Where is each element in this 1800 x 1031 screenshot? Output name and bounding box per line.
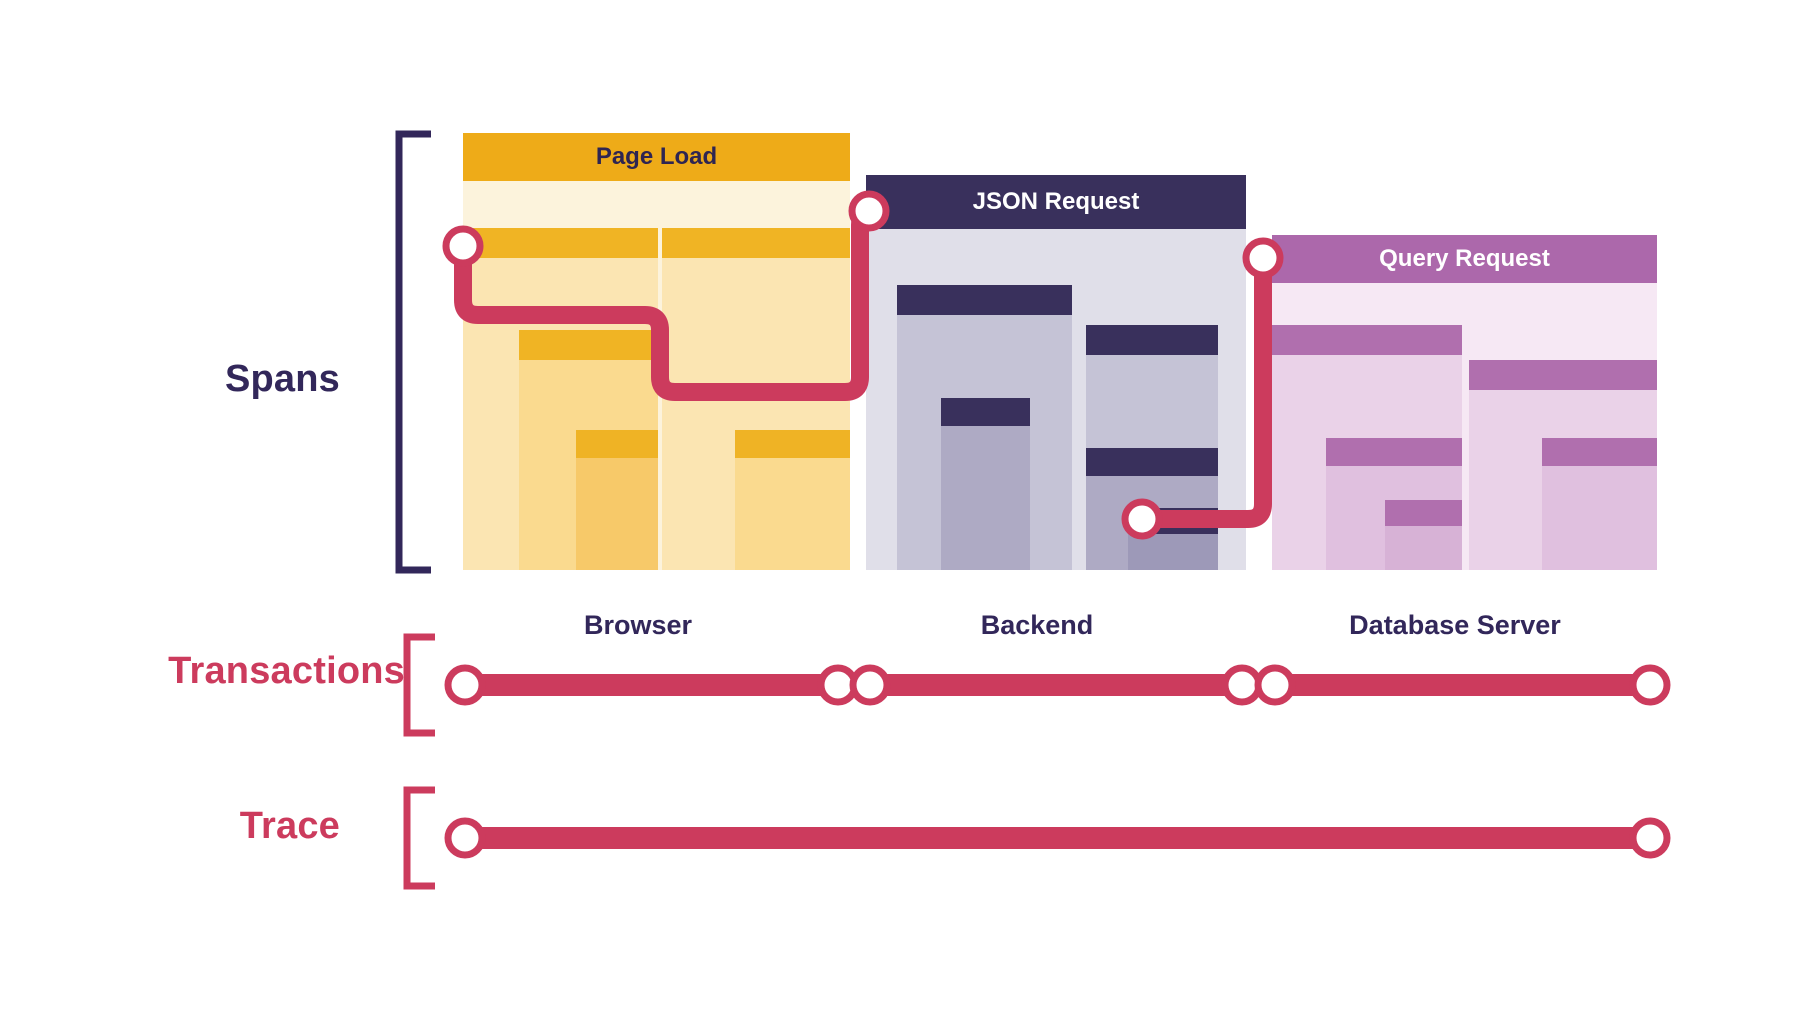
span-bar-body-page-load-4: [735, 458, 850, 570]
span-bar-body-json-request-4: [1128, 534, 1218, 570]
span-group-header-json-request: [866, 175, 1246, 229]
span-bar-header-page-load-4: [735, 430, 850, 458]
transaction-backend-start-node[interactable]: [849, 664, 891, 706]
span-title-query-request: Query Request: [1379, 245, 1550, 272]
span-title-page-load: Page Load: [595, 143, 718, 170]
span-bar-header-query-request-0: [1272, 325, 1462, 355]
span-bar-header-json-request-3: [1086, 448, 1218, 476]
service-label-database-server: Database Server: [1349, 610, 1561, 640]
span-bar-header-json-request-1: [941, 398, 1030, 426]
span-bar-body-page-load-2: [576, 458, 658, 570]
service-label-backend: Backend: [980, 610, 1094, 640]
row-label-transactions: Transactions: [168, 650, 405, 692]
spans-bracket: [395, 130, 431, 574]
span-bar-header-query-request-3: [1469, 360, 1657, 390]
row-label-spans: Spans: [224, 358, 340, 400]
transactions-bracket: [403, 633, 435, 737]
backend-span-start-node[interactable]: [848, 190, 890, 232]
row-label-trace: Trace: [239, 805, 340, 847]
span-bar-header-page-load-3: [662, 228, 850, 258]
trace-bar-start-node[interactable]: [444, 817, 486, 859]
trace-bracket: [403, 786, 435, 890]
transaction-database-end-node[interactable]: [1629, 664, 1671, 706]
span-bar-header-json-request-2: [1086, 325, 1218, 355]
span-group-header-page-load: [463, 133, 850, 181]
transaction-browser-start-node[interactable]: [444, 664, 486, 706]
span-bar-header-page-load-2: [576, 430, 658, 458]
span-bar-body-query-request-2: [1385, 526, 1462, 570]
database-span-start-node[interactable]: [1242, 237, 1284, 279]
transaction-database-start-node[interactable]: [1254, 664, 1296, 706]
span-bar-header-json-request-0: [897, 285, 1072, 315]
browser-span-start-node[interactable]: [442, 225, 484, 267]
backend-span-end-node[interactable]: [1121, 498, 1163, 540]
span-bar-header-page-load-1: [519, 330, 658, 360]
service-label-browser: Browser: [583, 610, 693, 640]
span-bar-header-query-request-1: [1326, 438, 1462, 466]
span-bar-header-query-request-2: [1385, 500, 1462, 526]
span-title-json-request: JSON Request: [972, 188, 1140, 215]
trace-bar-end-node[interactable]: [1629, 817, 1671, 859]
span-bar-body-json-request-1: [941, 426, 1030, 570]
span-bar-header-query-request-4: [1542, 438, 1657, 466]
span-bar-body-query-request-4: [1542, 466, 1657, 570]
span-group-header-query-request: [1272, 235, 1657, 283]
transaction-backend-end-node[interactable]: [1221, 664, 1263, 706]
span-bar-header-page-load-0: [463, 228, 658, 258]
